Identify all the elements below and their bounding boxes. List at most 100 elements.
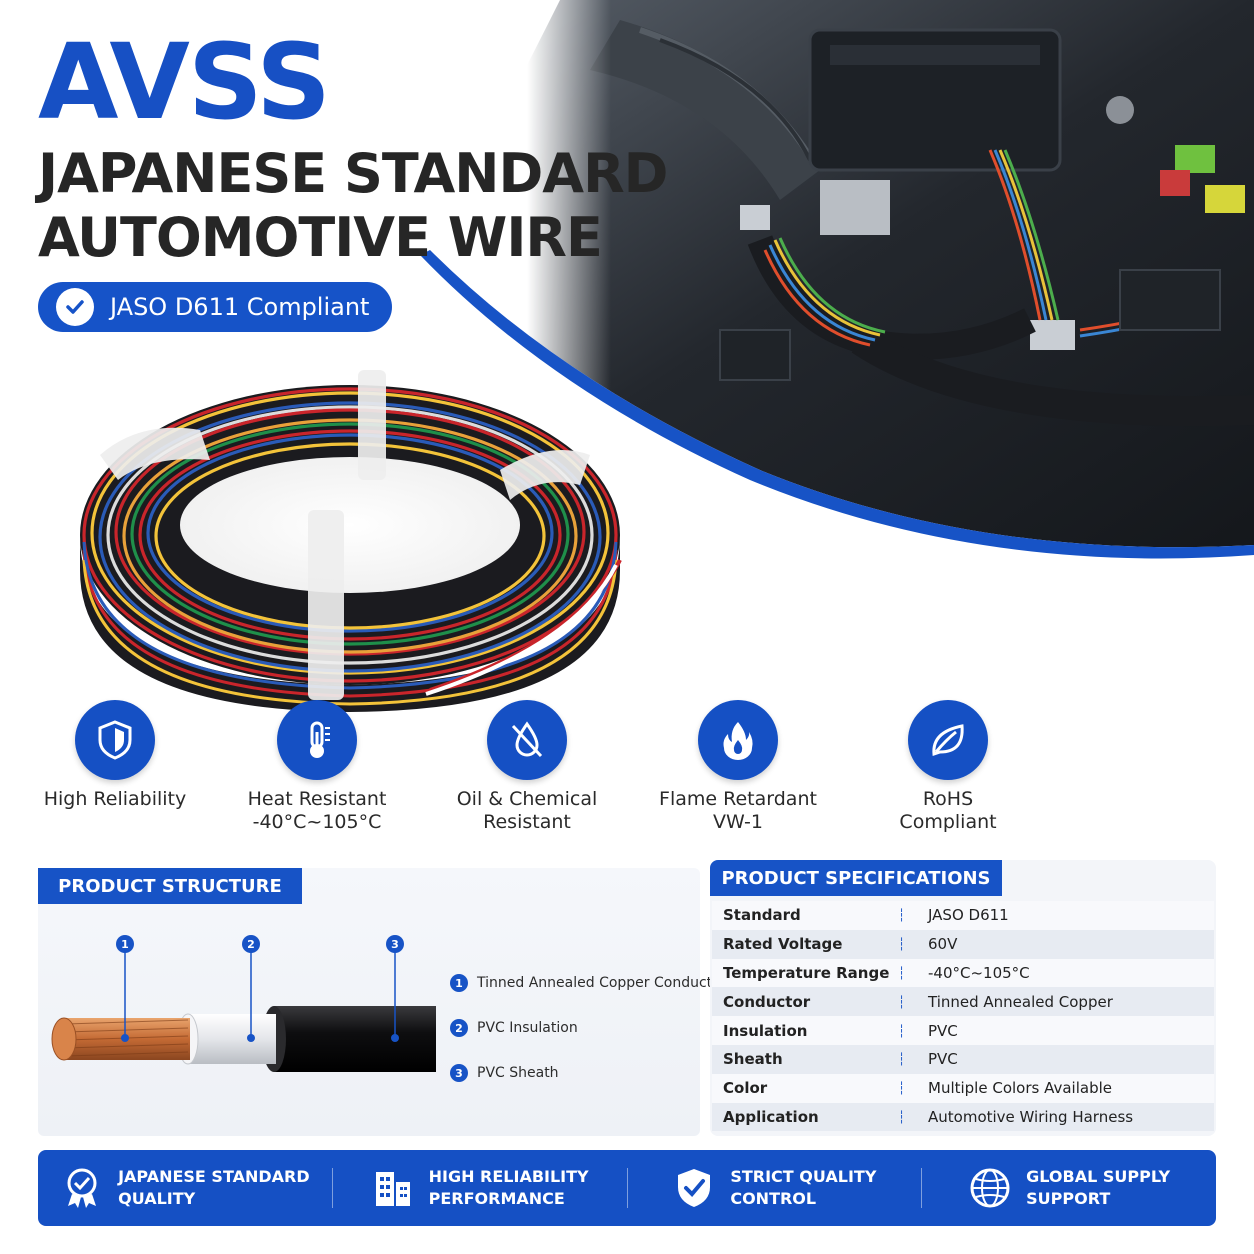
callout-2: 2 (242, 935, 260, 953)
legend-number: 2 (450, 1019, 468, 1037)
subtitle-line-2: AUTOMOTIVE WIRE (38, 206, 603, 269)
spec-row: Temperature Range ┆ -40°C~105°C (712, 958, 1214, 988)
feature-rohs: RoHS Compliant (848, 700, 1048, 834)
bar-item-line2: CONTROL (730, 1189, 817, 1208)
shield-icon (75, 700, 155, 780)
spec-row: Standard ┆ JASO D611 (712, 901, 1214, 930)
structure-legend-item: 2 PVC Insulation (450, 1019, 578, 1037)
shield-check-icon (672, 1166, 716, 1210)
spec-value: JASO D611 (928, 906, 1009, 925)
subtitle-line-1: JAPANESE STANDARD (38, 142, 668, 205)
legend-number: 3 (450, 1064, 468, 1082)
bar-item-quality: JAPANESE STANDARD QUALITY (38, 1166, 333, 1210)
spec-row: Insulation ┆ PVC (712, 1016, 1214, 1045)
bar-item-line1: JAPANESE STANDARD (118, 1167, 310, 1186)
globe-icon (968, 1166, 1012, 1210)
compliance-badge: JASO D611 Compliant (38, 282, 392, 332)
spec-separator-icon: ┆ (898, 994, 906, 1009)
leaf-icon (908, 700, 988, 780)
feature-label: High Reliability (15, 788, 215, 811)
product-structure-title: PRODUCT STRUCTURE (38, 868, 302, 904)
spec-separator-icon: ┆ (898, 937, 906, 952)
spec-separator-icon: ┆ (898, 908, 906, 923)
spec-key: Sheath (723, 1050, 783, 1069)
spec-separator-icon: ┆ (898, 1023, 906, 1038)
feature-label-line2: VW-1 (713, 811, 763, 833)
bar-item-text: HIGH RELIABILITY PERFORMANCE (429, 1166, 589, 1210)
thermometer-icon (277, 700, 357, 780)
spec-row: Sheath ┆ PVC (712, 1044, 1214, 1074)
spec-key: Color (723, 1079, 768, 1098)
bar-item-text: JAPANESE STANDARD QUALITY (118, 1166, 310, 1210)
legend-text: Tinned Annealed Copper Conductor (477, 975, 727, 991)
spec-separator-icon: ┆ (898, 1052, 906, 1067)
legend-text: PVC Sheath (477, 1065, 559, 1081)
feature-label-line1: Flame Retardant (659, 788, 817, 810)
feature-heat-resistant: Heat Resistant -40°C~105°C (217, 700, 417, 834)
specifications-title: PRODUCT SPECIFICATIONS (710, 860, 1002, 896)
feature-label: Flame Retardant VW-1 (638, 788, 838, 834)
feature-label: Heat Resistant -40°C~105°C (217, 788, 417, 834)
bar-item-reliability: HIGH RELIABILITY PERFORMANCE (333, 1166, 628, 1210)
bar-item-line1: HIGH RELIABILITY (428, 1167, 589, 1186)
spec-value: Automotive Wiring Harness (928, 1107, 1134, 1126)
feature-label-line2: -40°C~105°C (252, 811, 382, 833)
bar-item-line1: GLOBAL SUPPLY (1026, 1167, 1171, 1186)
bar-item-line1: STRICT QUALITY (730, 1167, 877, 1186)
spec-value: Tinned Annealed Copper (928, 992, 1113, 1011)
feature-label-line1: High Reliability (43, 788, 187, 810)
feature-label-line2: Resistant (483, 811, 571, 833)
structure-legend-item: 3 PVC Sheath (450, 1064, 559, 1082)
spec-key: Application (723, 1107, 819, 1126)
feature-label: Oil & Chemical Resistant (427, 788, 627, 834)
spec-value: Multiple Colors Available (928, 1079, 1112, 1098)
product-subtitle: JAPANESE STANDARD AUTOMOTIVE WIRE (38, 142, 668, 270)
spec-key: Standard (723, 906, 801, 925)
callout-3: 3 (386, 935, 404, 953)
bar-item-text: STRICT QUALITY CONTROL (730, 1166, 876, 1210)
cable-cross-section-diagram (51, 952, 436, 1072)
spec-separator-icon: ┆ (898, 1081, 906, 1096)
spec-value: PVC (928, 1021, 958, 1040)
spec-value: 60V (928, 935, 958, 954)
feature-high-reliability: High Reliability (15, 700, 215, 811)
spec-key: Insulation (723, 1021, 808, 1040)
spec-separator-icon: ┆ (898, 1109, 906, 1124)
wire-coil-image (60, 360, 660, 720)
feature-label-line1: RoHS (922, 788, 974, 810)
building-icon (371, 1166, 415, 1210)
feature-flame-retardant: Flame Retardant VW-1 (638, 700, 838, 834)
spec-value: PVC (928, 1050, 958, 1069)
bar-item-global-supply: GLOBAL SUPPLY SUPPORT (922, 1166, 1216, 1210)
oil-drop-icon (487, 700, 567, 780)
check-icon (56, 288, 94, 326)
legend-text: PVC Insulation (477, 1020, 578, 1036)
legend-number: 1 (450, 974, 468, 992)
product-structure-panel (38, 868, 700, 1136)
medal-icon (60, 1166, 104, 1210)
bar-item-line2: QUALITY (118, 1189, 196, 1208)
structure-legend-item: 1 Tinned Annealed Copper Conductor (450, 974, 726, 992)
bar-item-line2: SUPPORT (1026, 1189, 1111, 1208)
spec-key: Temperature Range (723, 963, 890, 982)
spec-key: Rated Voltage (723, 935, 843, 954)
bar-item-quality-control: STRICT QUALITY CONTROL (628, 1166, 923, 1210)
bar-item-line2: PERFORMANCE (428, 1189, 565, 1208)
bottom-features-bar: JAPANESE STANDARD QUALITY HIGH RELIABILI… (38, 1150, 1216, 1226)
spec-row: Rated Voltage ┆ 60V (712, 929, 1214, 959)
callout-1: 1 (116, 935, 134, 953)
specifications-table: Standard ┆ JASO D611 Rated Voltage ┆ 60V… (712, 901, 1214, 1132)
spec-separator-icon: ┆ (898, 965, 906, 980)
feature-label: RoHS Compliant (848, 788, 1048, 834)
spec-value: -40°C~105°C (928, 963, 1030, 982)
feature-oil-chemical: Oil & Chemical Resistant (427, 700, 627, 834)
feature-label-line1: Oil & Chemical (456, 788, 598, 810)
spec-row: Application ┆ Automotive Wiring Harness (712, 1102, 1214, 1132)
brand-title: AVSS (38, 21, 331, 143)
bar-item-text: GLOBAL SUPPLY SUPPORT (1026, 1166, 1170, 1210)
spec-row: Color ┆ Multiple Colors Available (712, 1073, 1214, 1103)
spec-key: Conductor (723, 992, 811, 1011)
feature-label-line1: Heat Resistant (247, 788, 387, 810)
badge-label: JASO D611 Compliant (110, 293, 370, 321)
spec-row: Conductor ┆ Tinned Annealed Copper (712, 987, 1214, 1017)
